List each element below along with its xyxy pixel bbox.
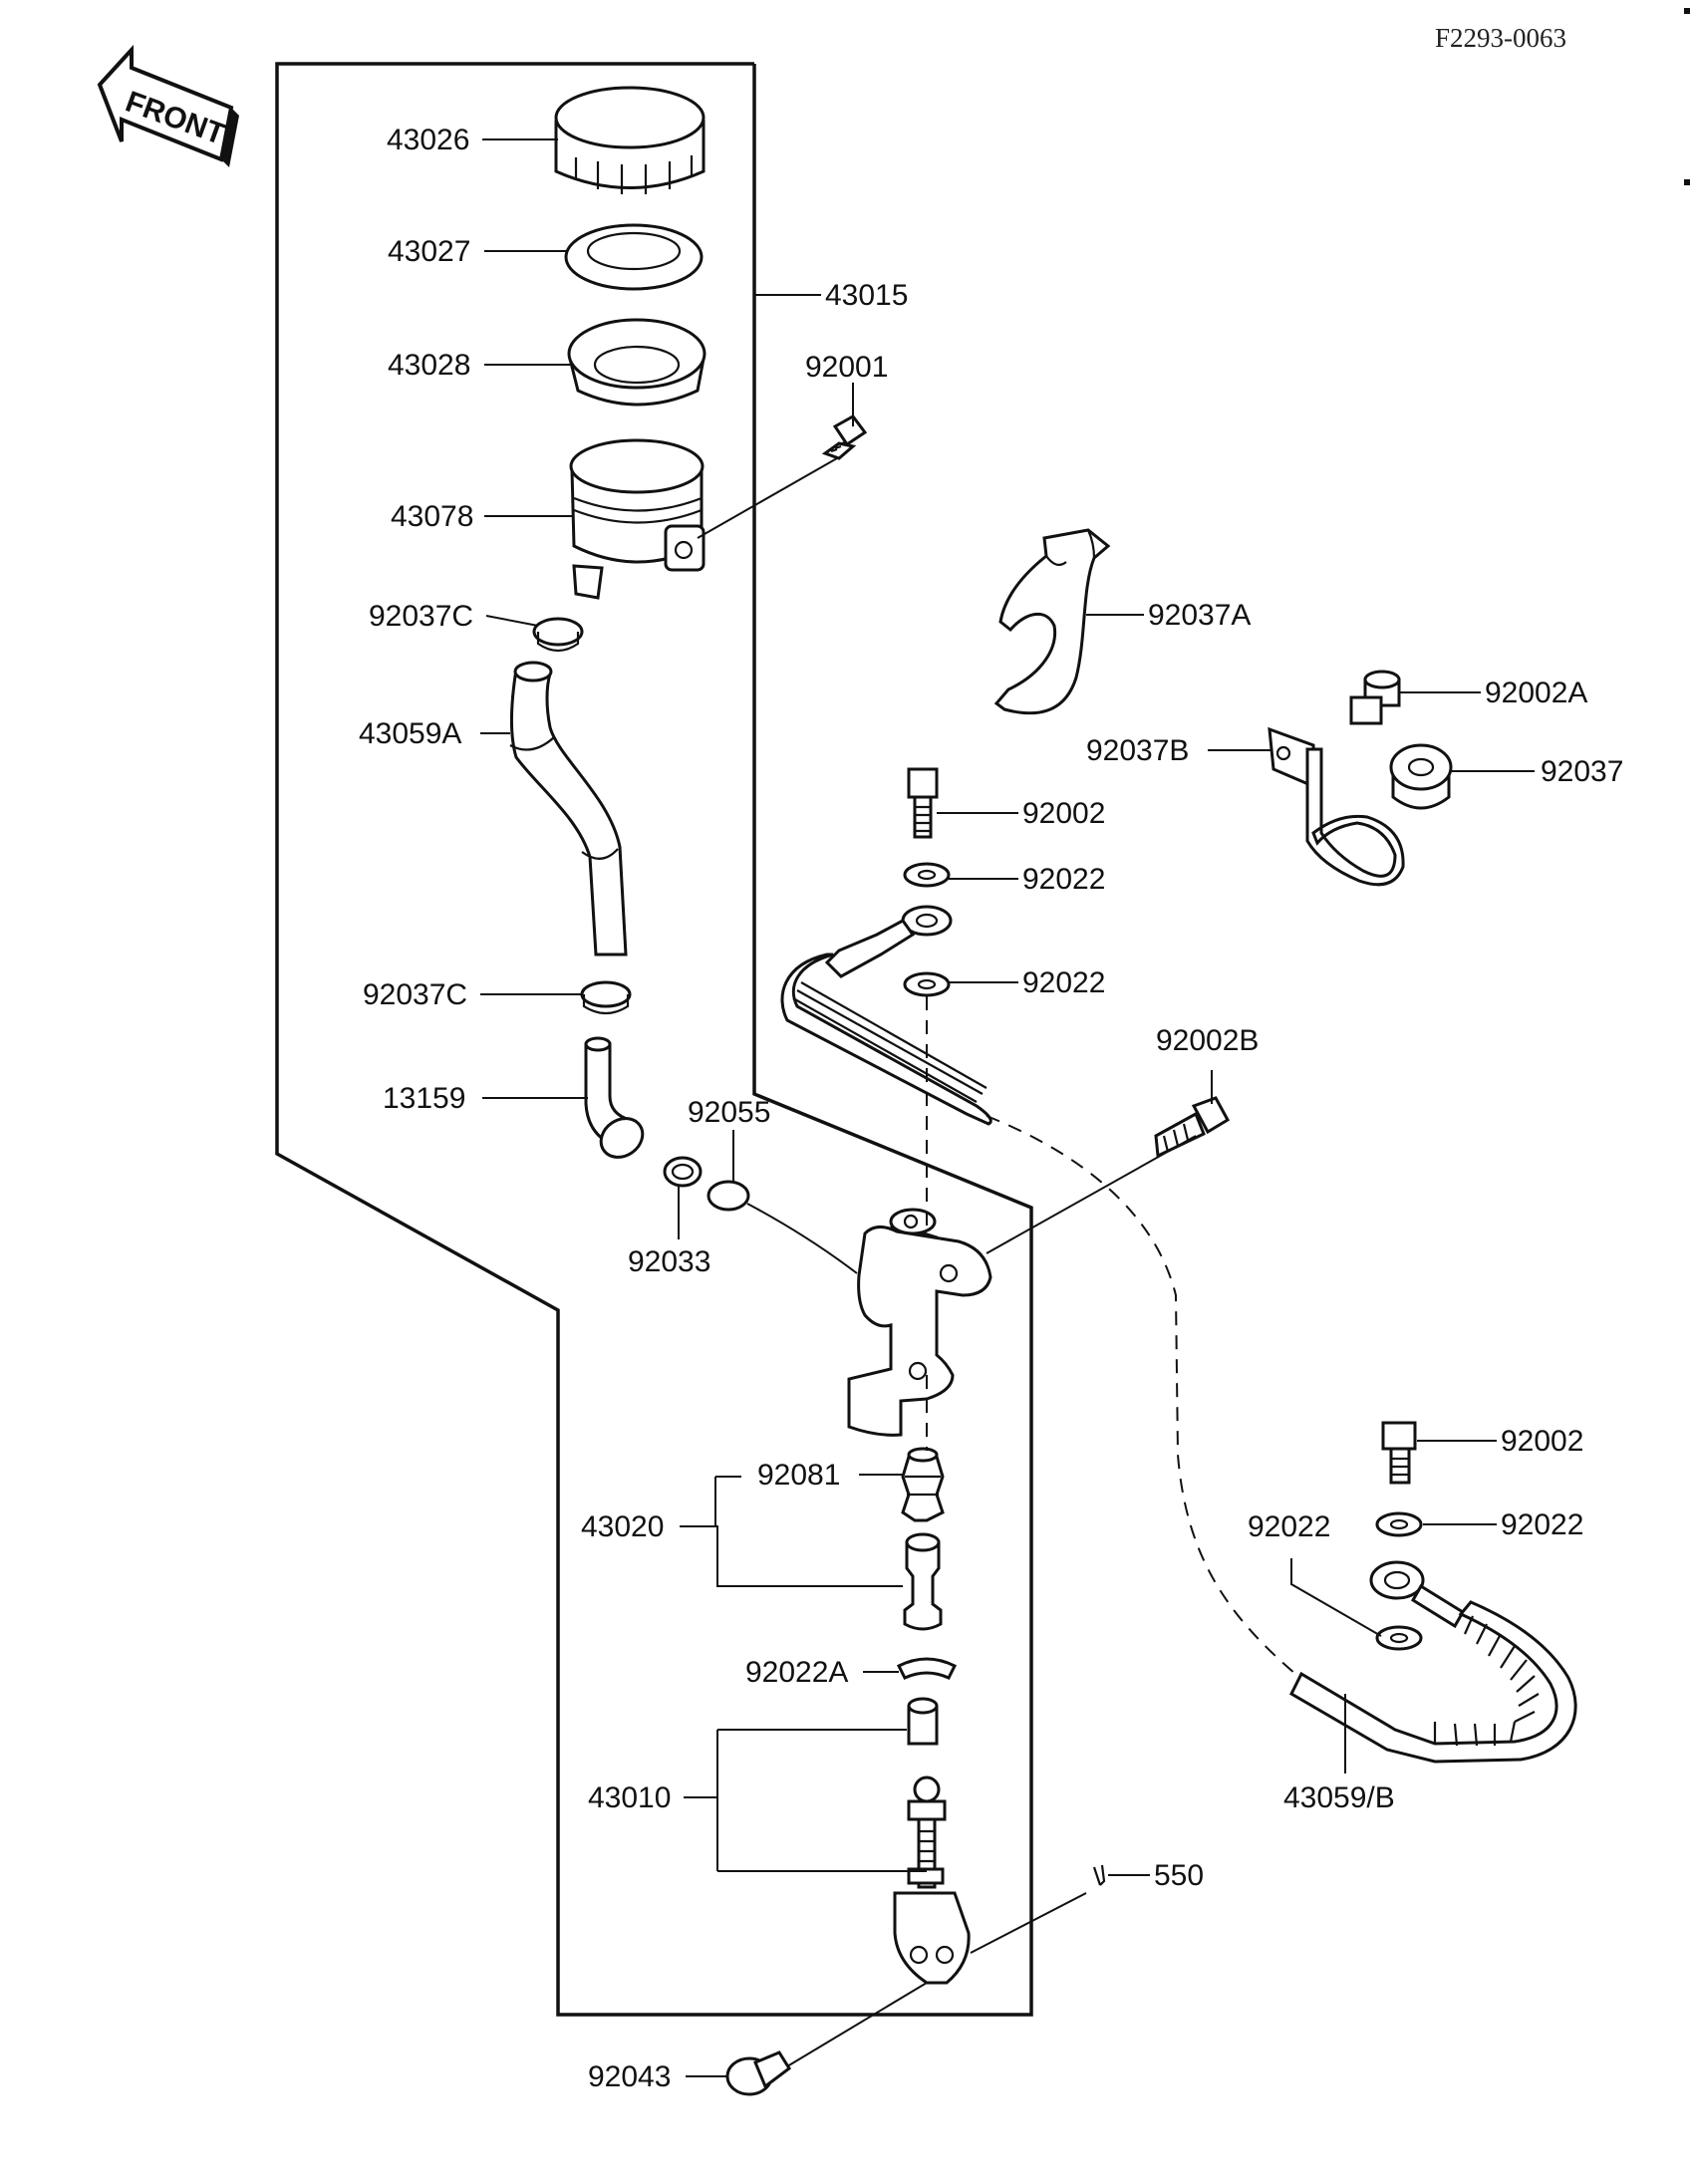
label-92037A: 92037A: [1148, 599, 1251, 632]
washer-92022-d: [1375, 1625, 1423, 1651]
washer-92022-a-hole: [917, 869, 937, 881]
label-92037C-upper: 92037C: [369, 600, 473, 633]
washer-92022-c-hole: [1389, 1518, 1409, 1530]
boot-92081: [901, 1447, 945, 1522]
scan-mark: [1684, 8, 1690, 14]
scan-mark: [1684, 179, 1690, 185]
cotter-pin-550: [1092, 1864, 1106, 1886]
leader-lines: [480, 138, 1535, 2077]
brake-hose-43059B: [1289, 1560, 1577, 1764]
label-43026: 43026: [387, 124, 469, 156]
brake-hose-upper-end: [780, 905, 992, 1126]
label-43028: 43028: [388, 349, 470, 382]
banjo-bolt-92002-lower: [1381, 1421, 1417, 1485]
hose-routing-line: [986, 1115, 1296, 1675]
front-arrow-icon: FRONT: [97, 44, 239, 167]
label-550: 550: [1154, 1859, 1204, 1892]
reservoir-43078: [569, 438, 706, 600]
label-92002-upper: 92002: [1022, 797, 1105, 830]
washer-92022-b: [903, 971, 951, 997]
label-92001: 92001: [805, 351, 888, 384]
label-43059A: 43059A: [359, 717, 461, 750]
label-92037B: 92037B: [1086, 734, 1189, 767]
washer-92022-d-hole: [1389, 1632, 1409, 1644]
label-92022A: 92022A: [745, 1656, 848, 1689]
elbow-fitting-13159: [584, 1036, 645, 1159]
label-92022-a: 92022: [1022, 863, 1105, 896]
banjo-bolt-92002-upper: [907, 767, 939, 839]
master-cylinder-body: [847, 1208, 992, 1437]
hose-bracket-92037B: [1268, 726, 1405, 887]
label-92037: 92037: [1541, 755, 1623, 788]
circlip-92033: [663, 1156, 703, 1188]
label-43010: 43010: [588, 1781, 671, 1814]
hose-clamp-92037A: [993, 528, 1111, 715]
bolt-92001: [821, 414, 868, 460]
hose-clip-92037C-lower: [580, 980, 632, 1015]
washer-92022-b-hole: [917, 978, 937, 990]
label-92043: 92043: [588, 2060, 671, 2093]
part-labels: 43026 43027 43028 43015 92001 43078 9203…: [359, 124, 1623, 2093]
label-92022-b: 92022: [1022, 966, 1105, 999]
label-92002A: 92002A: [1485, 677, 1587, 709]
washer-92022-a: [903, 862, 951, 888]
label-92002B: 92002B: [1156, 1024, 1259, 1057]
label-13159: 13159: [383, 1082, 465, 1115]
plug-bolt-92002A: [1349, 670, 1401, 725]
diaphragm-plate-43027: [564, 223, 704, 291]
grommet-92037: [1389, 743, 1453, 810]
circlip-92022A: [896, 1657, 958, 1680]
label-92037C-lower: 92037C: [363, 978, 467, 1011]
label-92002-lower: 92002: [1501, 1425, 1583, 1458]
clevis-pin-92043: [725, 2050, 792, 2096]
o-ring-92055: [706, 1180, 750, 1212]
label-92033: 92033: [628, 1245, 710, 1278]
figure-code: F2293-0063: [1435, 23, 1566, 53]
label-92081: 92081: [757, 1459, 840, 1492]
assembly-boundary-43015: [275, 62, 1033, 2017]
hose-clip-92037C-upper: [532, 617, 584, 653]
reservoir-hose-43059A: [509, 661, 628, 956]
push-rod-guide-43020: [903, 1532, 943, 1631]
label-43027: 43027: [388, 235, 470, 268]
bolt-92002B: [1154, 1096, 1231, 1159]
diaphragm-43028: [567, 318, 706, 407]
label-92055: 92055: [688, 1096, 770, 1129]
label-43059B: 43059/B: [1283, 1781, 1395, 1814]
label-92022-d: 92022: [1248, 1510, 1330, 1543]
washer-92022-c: [1375, 1511, 1423, 1537]
label-43015: 43015: [825, 279, 908, 312]
label-43078: 43078: [391, 500, 473, 533]
label-92022-c: 92022: [1501, 1508, 1583, 1541]
push-rod-assembly-43010: [893, 1697, 971, 1985]
reservoir-cap-43026: [554, 86, 706, 194]
label-43020: 43020: [581, 1510, 664, 1543]
